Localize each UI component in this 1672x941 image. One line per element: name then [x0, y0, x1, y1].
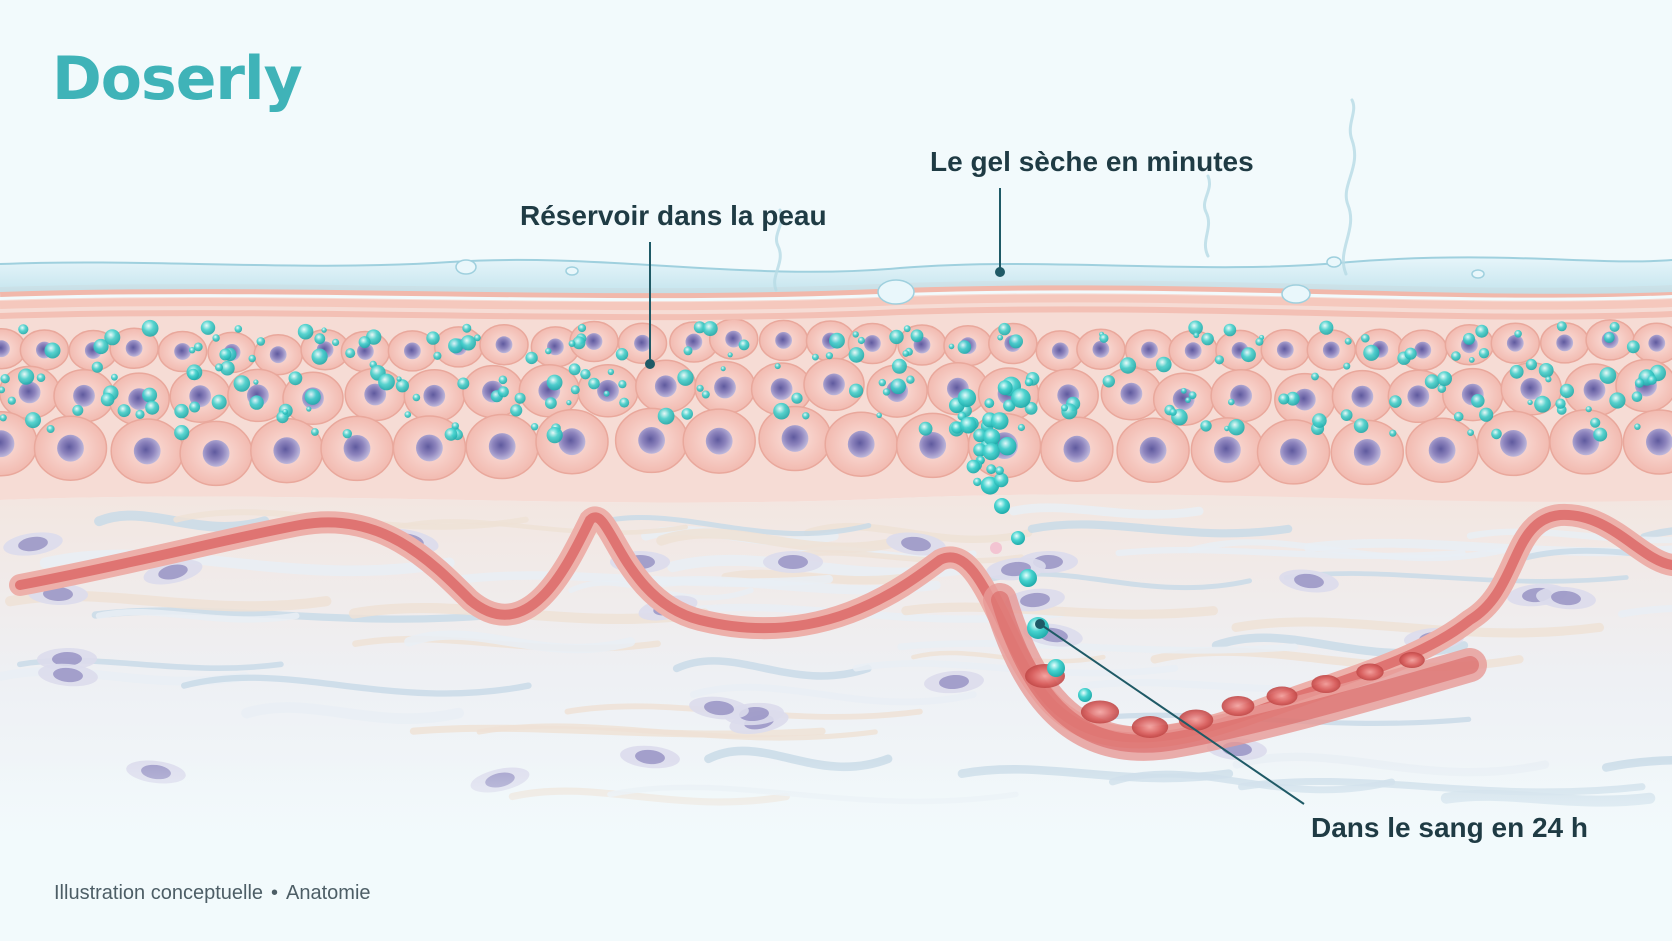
brand-logo: Doserly — [52, 44, 303, 114]
gel-bubbles — [455, 256, 1485, 305]
blood-callout-label: Dans le sang en 24 h — [1311, 812, 1588, 843]
gel-layer — [0, 257, 1672, 294]
separator: • — [271, 882, 279, 904]
evaporation-wisps — [773, 98, 1357, 292]
category-text: Anatomie — [286, 882, 371, 904]
callout-lines — [645, 188, 1305, 805]
caption-text: Illustration conceptuelle — [54, 882, 264, 904]
reservoir-callout-label: Réservoir dans la peau — [520, 200, 827, 231]
drug-droplets — [0, 319, 1667, 495]
gel-callout-label: Le gel sèche en minutes — [930, 146, 1254, 177]
footer-caption: Illustration conceptuelle • Anatomie — [54, 882, 371, 905]
blood-callout-line — [1039, 623, 1305, 805]
